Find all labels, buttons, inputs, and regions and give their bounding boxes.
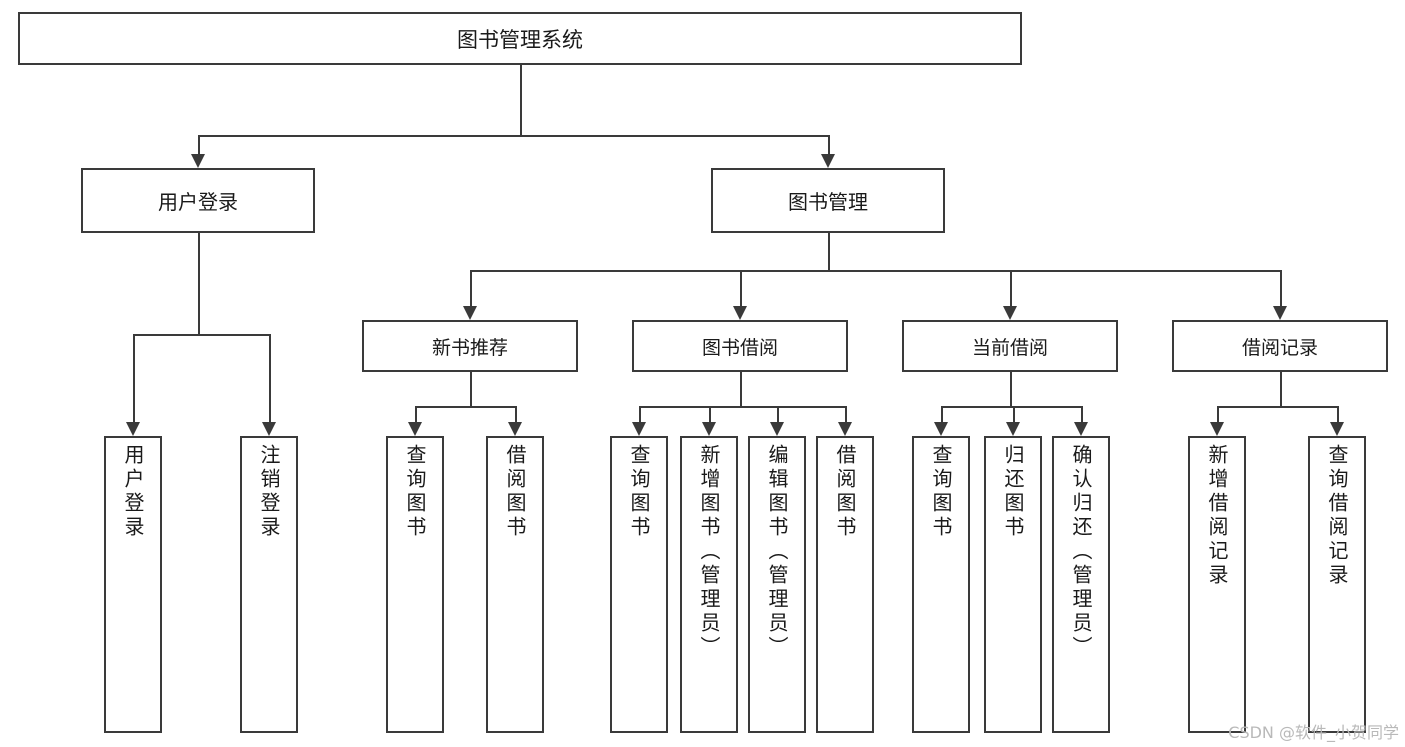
connector-group-2-drop-2 [1081, 406, 1083, 422]
leaf-borrow-book[interactable]: 借阅图书 [816, 436, 874, 733]
connector-user-login-drop-1 [269, 334, 271, 422]
arrow-to-leaf-logout [262, 422, 276, 436]
connector-group-2-drop-0 [941, 406, 943, 422]
arrow-to-leaf-8 [934, 422, 948, 436]
leaf-label: 新增借阅记录 [1205, 444, 1229, 588]
connector-group-2-drop-1 [1013, 406, 1015, 422]
node-new-book-recommend[interactable]: 新书推荐 [362, 320, 578, 372]
arrow-to-book-borrow [733, 306, 747, 320]
connector-group-3-stem [1280, 372, 1282, 406]
connector-group-1-bus [639, 406, 845, 408]
node-label: 图书管理系统 [457, 27, 583, 52]
leaf-label: 用户登录 [121, 444, 145, 540]
leaf-add-borrow-record[interactable]: 新增借阅记录 [1188, 436, 1246, 733]
leaf-label: 查询图书 [929, 444, 953, 540]
leaf-query-borrow-record[interactable]: 查询借阅记录 [1308, 436, 1366, 733]
leaf-label: 查询借阅记录 [1325, 444, 1349, 588]
arrow-to-user-login [191, 154, 205, 168]
connector-user-login-stem [198, 233, 200, 334]
connector-book-management-drop-0 [470, 270, 472, 306]
arrow-to-current-borrow [1003, 306, 1017, 320]
leaf-borrow-book-recommend[interactable]: 借阅图书 [486, 436, 544, 733]
connector-book-management-drop-3 [1280, 270, 1282, 306]
leaf-label: 编辑图书（管理员） [765, 444, 789, 660]
arrow-to-leaf-4 [632, 422, 646, 436]
leaf-return-book[interactable]: 归还图书 [984, 436, 1042, 733]
leaf-label: 确认归还（管理员） [1069, 444, 1093, 660]
arrow-to-book-management [821, 154, 835, 168]
node-label: 借阅记录 [1241, 336, 1318, 359]
connector-group-0-stem [470, 372, 472, 406]
connector-group-0-drop-0 [415, 406, 417, 422]
connector-group-1-drop-2 [777, 406, 779, 422]
arrow-to-leaf-9 [1006, 422, 1020, 436]
connector-user-login-bus [133, 334, 269, 336]
connector-group-3-bus [1217, 406, 1337, 408]
connector-group-0-drop-1 [515, 406, 517, 422]
node-user-login[interactable]: 用户登录 [81, 168, 315, 233]
node-label: 图书管理 [788, 190, 868, 214]
node-current-borrow[interactable]: 当前借阅 [902, 320, 1118, 372]
connector-group-3-drop-0 [1217, 406, 1219, 422]
leaf-add-book-admin[interactable]: 新增图书（管理员） [680, 436, 738, 733]
connector-group-1-stem [740, 372, 742, 406]
arrow-to-leaf-7 [838, 422, 852, 436]
node-book-management-system[interactable]: 图书管理系统 [18, 12, 1022, 65]
node-book-management[interactable]: 图书管理 [711, 168, 945, 233]
arrow-to-leaf-6 [770, 422, 784, 436]
connector-book-management-drop-1 [740, 270, 742, 306]
arrow-to-leaf-10 [1074, 422, 1088, 436]
leaf-query-book-recommend[interactable]: 查询图书 [386, 436, 444, 733]
arrow-to-leaf-5 [702, 422, 716, 436]
connector-book-management-drop-2 [1010, 270, 1012, 306]
connector-user-login-drop-0 [133, 334, 135, 422]
arrow-to-leaf-12 [1330, 422, 1344, 436]
arrow-to-leaf-2 [408, 422, 422, 436]
node-label: 当前借阅 [971, 336, 1048, 359]
leaf-label: 查询图书 [403, 444, 427, 540]
leaf-label: 借阅图书 [503, 444, 527, 540]
connector-group-2-stem [1010, 372, 1012, 406]
leaf-label: 归还图书 [1001, 444, 1025, 540]
connector-group-1-drop-1 [709, 406, 711, 422]
node-borrow-record[interactable]: 借阅记录 [1172, 320, 1388, 372]
connector-group-2-bus [941, 406, 1081, 408]
leaf-label: 注销登录 [257, 444, 281, 540]
connector-group-1-drop-3 [845, 406, 847, 422]
node-label: 图书借阅 [701, 336, 778, 359]
arrow-to-leaf-3 [508, 422, 522, 436]
connector-book-management-bus [470, 270, 1280, 272]
connector-group-3-drop-1 [1337, 406, 1339, 422]
node-label: 新书推荐 [431, 336, 508, 359]
arrow-to-borrow-record [1273, 306, 1287, 320]
connector-root-stem [520, 65, 522, 135]
leaf-label: 新增图书（管理员） [697, 444, 721, 660]
arrow-to-new-book-recommend [463, 306, 477, 320]
leaf-label: 查询图书 [627, 444, 651, 540]
arrow-to-leaf-user-login [126, 422, 140, 436]
connector-root-bus [198, 135, 828, 137]
leaf-confirm-return-admin[interactable]: 确认归还（管理员） [1052, 436, 1110, 733]
leaf-label: 借阅图书 [833, 444, 857, 540]
leaf-edit-book-admin[interactable]: 编辑图书（管理员） [748, 436, 806, 733]
leaf-query-book-borrow[interactable]: 查询图书 [610, 436, 668, 733]
connector-group-1-drop-0 [639, 406, 641, 422]
leaf-query-book-current[interactable]: 查询图书 [912, 436, 970, 733]
node-book-borrow[interactable]: 图书借阅 [632, 320, 848, 372]
connector-root-left-drop [198, 135, 200, 154]
connector-book-management-stem [828, 233, 830, 270]
leaf-logout[interactable]: 注销登录 [240, 436, 298, 733]
node-label: 用户登录 [158, 190, 238, 214]
arrow-to-leaf-11 [1210, 422, 1224, 436]
connector-group-0-bus [415, 406, 515, 408]
connector-root-right-drop [828, 135, 830, 154]
leaf-user-login[interactable]: 用户登录 [104, 436, 162, 733]
